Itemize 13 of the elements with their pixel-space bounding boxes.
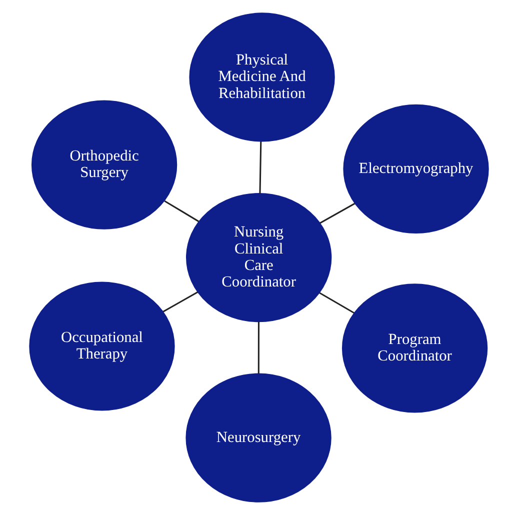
node-ellipse: Electromyography [342,104,488,234]
connector [164,200,199,222]
node-ellipse: Nursing Clinical Care Coordinator [186,193,332,322]
connector [257,322,259,374]
node-ellipse: Occupational Therapy [28,282,174,411]
node-ellipse: Neurosurgery [185,373,331,502]
node-ellipse: Physical Medicine And Rehabilitation [188,12,334,142]
node-ellipse: Program Coordinator [341,284,488,413]
connector [162,291,198,312]
node-ellipse: Orthopedic Surgery [30,100,177,230]
connector [318,292,354,314]
connector [258,141,262,194]
connector [319,202,355,224]
